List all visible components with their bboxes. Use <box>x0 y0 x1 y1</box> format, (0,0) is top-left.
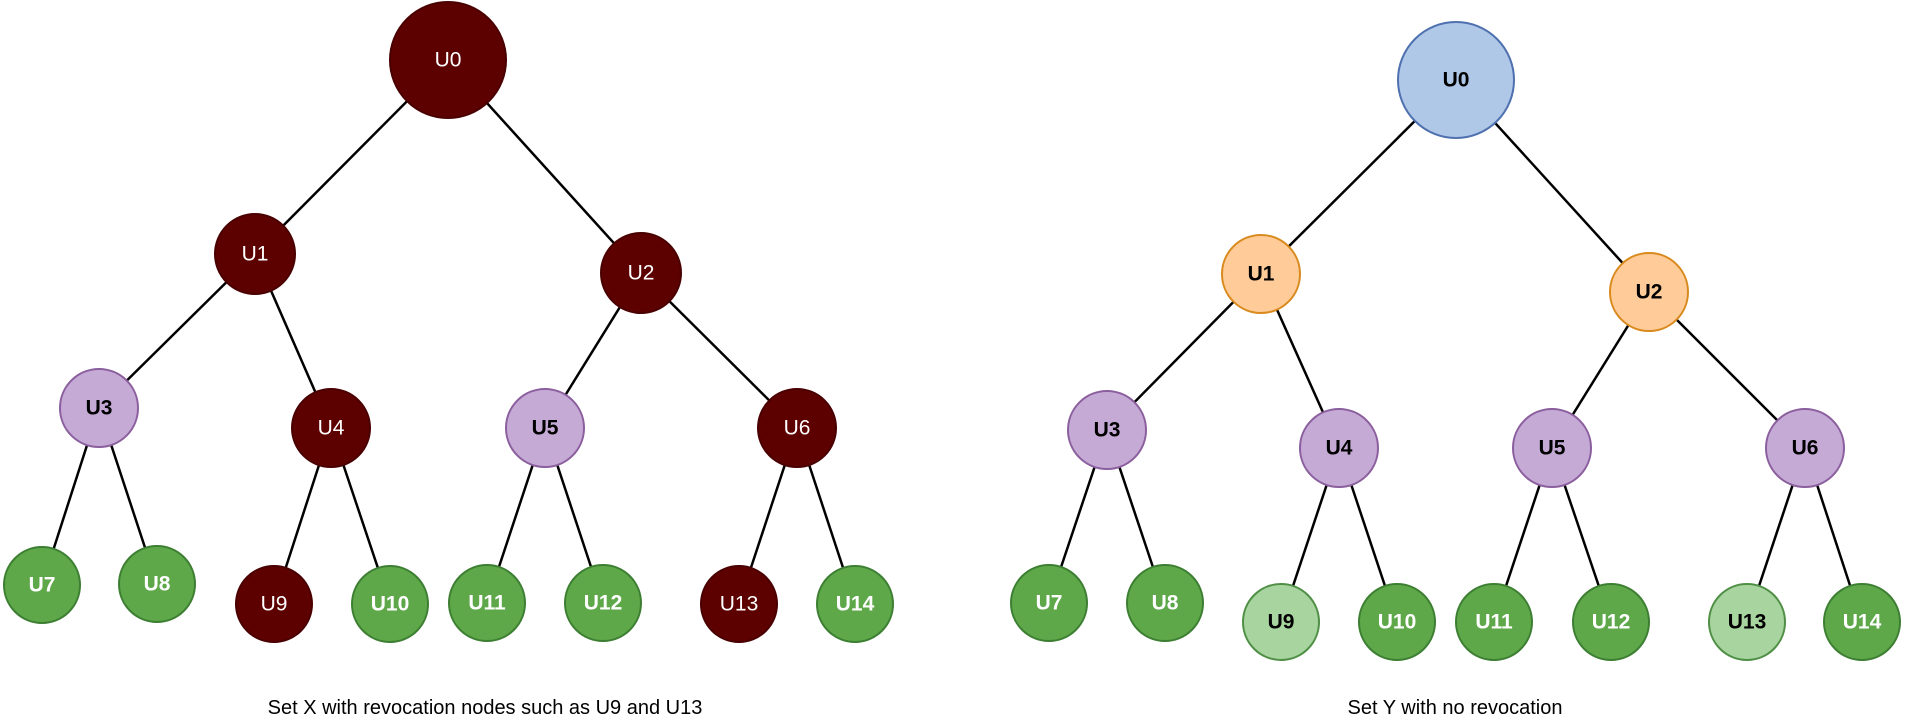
caption-set-x: Set X with revocation nodes such as U9 a… <box>268 697 703 719</box>
node-label: U11 <box>468 592 506 615</box>
node-label: U4 <box>318 417 345 440</box>
node-label: U8 <box>144 573 171 596</box>
node-u1: U1 <box>214 213 296 295</box>
node-circle <box>1067 390 1147 470</box>
node-label: U10 <box>1378 611 1417 634</box>
node-label: U14 <box>836 593 875 616</box>
node-label: U11 <box>1475 611 1513 634</box>
node-circle <box>59 368 139 448</box>
edges <box>1047 79 1864 623</box>
node-circle <box>448 564 526 642</box>
node-label: U9 <box>261 593 288 616</box>
node-label: U8 <box>1152 592 1179 615</box>
node-u5: U5 <box>505 388 585 468</box>
node-circle <box>600 232 682 314</box>
node-label: U7 <box>1036 592 1063 615</box>
node-label: U2 <box>628 262 655 285</box>
node-label: U3 <box>86 397 113 420</box>
node-circle <box>291 388 371 468</box>
node-u7: U7 <box>1010 564 1088 642</box>
node-label: U0 <box>1443 69 1470 92</box>
node-u9: U9 <box>1242 583 1320 661</box>
node-u11: U11 <box>448 564 526 642</box>
node-u2: U2 <box>1609 252 1689 332</box>
node-label: U13 <box>720 593 759 616</box>
node-u2: U2 <box>600 232 682 314</box>
node-circle <box>1221 234 1301 314</box>
node-label: U1 <box>1248 263 1275 286</box>
node-u5: U5 <box>1512 408 1592 488</box>
node-u4: U4 <box>291 388 371 468</box>
node-circle <box>1823 583 1901 661</box>
node-circle <box>1609 252 1689 332</box>
node-circle <box>235 565 313 643</box>
node-circle <box>1242 583 1320 661</box>
node-u13: U13 <box>700 565 778 643</box>
node-circle <box>118 545 196 623</box>
node-u11: U11 <box>1455 583 1533 661</box>
node-label: U5 <box>1539 437 1566 460</box>
node-u13: U13 <box>1708 583 1786 661</box>
node-circle <box>1572 583 1650 661</box>
node-circle <box>389 1 507 119</box>
edges <box>40 59 857 605</box>
node-u6: U6 <box>757 388 837 468</box>
node-label: U1 <box>242 243 269 266</box>
node-label: U6 <box>1792 437 1819 460</box>
node-label: U6 <box>784 417 811 440</box>
node-u8: U8 <box>118 545 196 623</box>
node-circle <box>1358 583 1436 661</box>
node-circle <box>816 565 894 643</box>
node-circle <box>1765 408 1845 488</box>
node-circle <box>1708 583 1786 661</box>
node-u8: U8 <box>1126 564 1204 642</box>
node-u3: U3 <box>59 368 139 448</box>
node-u14: U14 <box>816 565 894 643</box>
node-label: U10 <box>371 593 410 616</box>
caption-set-y: Set Y with no revocation <box>1348 697 1563 719</box>
node-label: U2 <box>1636 281 1663 304</box>
node-u0: U0 <box>1397 21 1515 139</box>
node-label: U4 <box>1326 437 1353 460</box>
node-circle <box>3 546 81 624</box>
node-u4: U4 <box>1299 408 1379 488</box>
node-label: U5 <box>532 417 559 440</box>
node-label: U12 <box>1592 611 1631 634</box>
node-u10: U10 <box>351 565 429 643</box>
node-circle <box>757 388 837 468</box>
node-label: U0 <box>435 49 462 72</box>
node-label: U14 <box>1843 611 1882 634</box>
node-u12: U12 <box>1572 583 1650 661</box>
node-circle <box>700 565 778 643</box>
node-circle <box>505 388 585 468</box>
node-circle <box>1299 408 1379 488</box>
node-u14: U14 <box>1823 583 1901 661</box>
node-u9: U9 <box>235 565 313 643</box>
node-label: U9 <box>1268 611 1295 634</box>
node-u6: U6 <box>1765 408 1845 488</box>
node-u1: U1 <box>1221 234 1301 314</box>
node-circle <box>351 565 429 643</box>
node-u0: U0 <box>389 1 507 119</box>
node-u12: U12 <box>564 564 642 642</box>
node-circle <box>1126 564 1204 642</box>
node-label: U3 <box>1094 419 1121 442</box>
node-circle <box>1512 408 1592 488</box>
node-circle <box>214 213 296 295</box>
node-u3: U3 <box>1067 390 1147 470</box>
node-circle <box>1010 564 1088 642</box>
node-label: U12 <box>584 592 623 615</box>
node-u10: U10 <box>1358 583 1436 661</box>
node-circle <box>564 564 642 642</box>
node-circle <box>1455 583 1533 661</box>
node-label: U7 <box>29 574 56 597</box>
node-label: U13 <box>1728 611 1767 634</box>
node-circle <box>1397 21 1515 139</box>
node-u7: U7 <box>3 546 81 624</box>
